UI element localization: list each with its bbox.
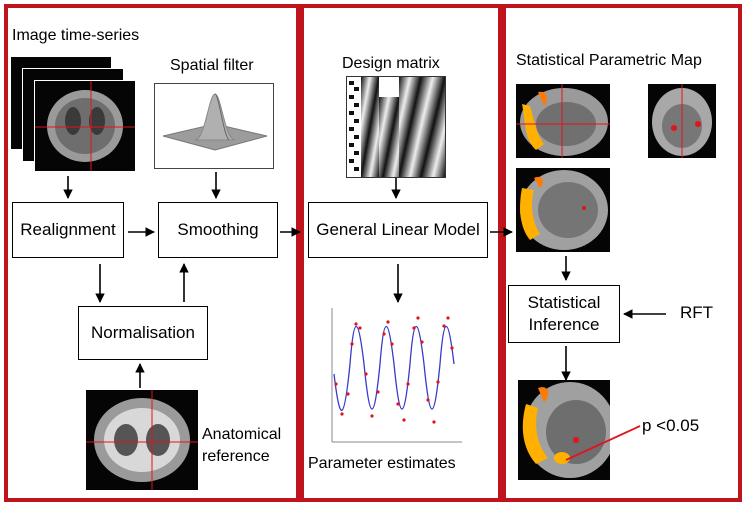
inference-result-image <box>518 380 610 480</box>
normalisation-box: Normalisation <box>78 306 208 360</box>
time-series-image-front <box>34 80 136 172</box>
spatial-filter-title: Spatial filter <box>170 57 254 74</box>
rft-label: RFT <box>680 303 714 322</box>
p-value-label: p <0.05 <box>642 416 700 435</box>
spm-title: Statistical Parametric Map <box>516 52 702 69</box>
spm-coronal-image <box>648 84 716 158</box>
inference-panel <box>502 4 742 502</box>
spm-axial-image <box>516 168 610 252</box>
anatomical-reference-image <box>86 390 198 490</box>
design-matrix-title: Design matrix <box>342 55 440 72</box>
image-time-series-title: Image time-series <box>12 27 140 44</box>
preprocessing-panel <box>4 4 300 502</box>
anatomical-reference-label: Anatomical reference <box>202 426 282 465</box>
parameter-estimates-plot <box>326 304 464 446</box>
parameter-estimates-label: Parameter estimates <box>308 455 456 472</box>
spm-sagittal-image <box>516 84 610 158</box>
smoothing-box: Smoothing <box>158 202 278 258</box>
gaussian-icon <box>154 83 274 169</box>
design-matrix-image <box>346 76 446 178</box>
realignment-box: Realignment <box>12 202 124 258</box>
glm-box: General Linear Model <box>308 202 488 258</box>
model-panel <box>300 4 502 502</box>
statistical-inference-box: Statistical Inference <box>508 285 620 343</box>
